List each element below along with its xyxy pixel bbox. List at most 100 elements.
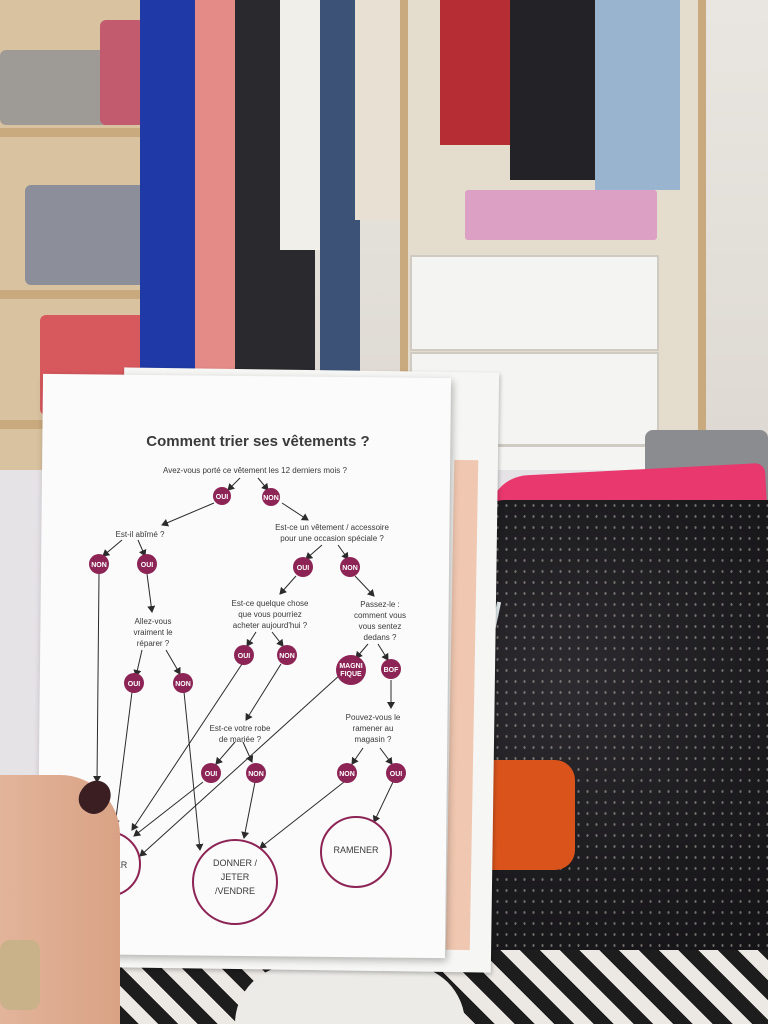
question-occasion: Est-ce un vêtement / accessoire [275, 523, 389, 532]
node-label: BOF [384, 667, 400, 674]
node-non: NON [89, 554, 109, 574]
question-sentez: Passez-le : [360, 600, 400, 609]
outcome-label: DONNER / [213, 858, 258, 868]
arrow [242, 741, 254, 763]
node-oui: OUI [293, 557, 313, 577]
gold-bracelet [0, 940, 40, 1010]
arrow [354, 575, 375, 597]
arrow [271, 631, 284, 647]
node-oui: OUI [213, 487, 231, 505]
arrow [355, 643, 369, 659]
node-label: MAGNI [339, 663, 362, 670]
node-non: NON [277, 645, 297, 665]
hanging-clothes [510, 0, 600, 180]
arrow [133, 781, 204, 837]
hanging-clothes [320, 0, 360, 400]
arrow [111, 691, 133, 827]
arrow [215, 741, 236, 765]
arrow [377, 643, 389, 661]
arrow [131, 663, 243, 831]
arrow [183, 691, 204, 851]
node-label: NON [279, 653, 295, 660]
question-acheter: que vous pourriez [238, 610, 302, 619]
flowchart-arrows [93, 477, 395, 857]
arrow [139, 673, 342, 857]
question-occasion: pour une occasion spéciale ? [280, 534, 384, 543]
root-question: Avez-vous porté ce vêtement les 12 derni… [163, 466, 347, 475]
node-label: OUI [390, 771, 403, 778]
arrow [337, 544, 349, 560]
chart-title: Comment trier ses vêtements ? [146, 433, 369, 450]
question-reparer: Allez-vous [135, 617, 172, 626]
node-non: NON [337, 763, 357, 783]
node-oui: OUI [234, 645, 254, 665]
arrow [246, 631, 257, 647]
arrow [93, 573, 102, 783]
question-reparer: vraiment le [133, 628, 173, 637]
arrow [146, 573, 156, 613]
hanging-clothes [595, 0, 680, 190]
node-label: OUI [128, 681, 141, 688]
node-label: OUI [216, 494, 229, 501]
arrow [279, 575, 297, 595]
outcome-label: RAMENER [333, 845, 379, 855]
arrow [137, 539, 147, 557]
question-ramener: magasin ? [355, 735, 392, 744]
arrow [372, 781, 394, 823]
arrow [241, 781, 256, 839]
question-robe: Est-ce votre robe [210, 724, 271, 733]
node-label: NON [248, 771, 264, 778]
question-robe: de mariée ? [219, 735, 262, 744]
hanging-clothes [140, 0, 200, 400]
arrow [227, 477, 241, 491]
arrow [102, 539, 123, 557]
node-oui: OUI [137, 554, 157, 574]
arrow [351, 747, 364, 765]
shelf-board [0, 290, 190, 299]
question-reparer: réparer ? [137, 639, 170, 648]
node-non: NON [173, 673, 193, 693]
node-oui: OUI [386, 763, 406, 783]
node-label: NON [263, 495, 279, 502]
node-label: OUI [238, 653, 251, 660]
white-drawer [410, 255, 659, 351]
question-acheter: Est-ce quelque chose [232, 599, 309, 608]
question-sentez: dedans ? [364, 633, 397, 642]
arrow [165, 649, 181, 675]
arrow [379, 747, 393, 765]
speckled-black-clothes-pile [475, 500, 768, 960]
arrow [245, 663, 282, 721]
question-sentez: comment vous [354, 611, 406, 620]
node-label: FIQUE [340, 671, 362, 678]
arrow [257, 477, 269, 491]
node-label: NON [175, 681, 191, 688]
hanging-clothes [440, 0, 510, 145]
node-bof: BOF [381, 659, 401, 679]
outcome-label: /VENDRE [215, 886, 255, 896]
pink-storage-box [465, 190, 657, 240]
hanging-clothes [195, 0, 240, 400]
node-label: OUI [205, 771, 218, 778]
question-acheter: acheter aujourd'hui ? [233, 621, 308, 630]
arrow [133, 649, 143, 677]
question-ramener: ramener au [353, 724, 394, 733]
arrow [281, 502, 309, 521]
node-non: NON [340, 557, 360, 577]
arrow [305, 544, 323, 560]
question-sentez: vous sentez [359, 622, 402, 631]
question-abime: Est-il abîmé ? [116, 530, 165, 539]
node-label: NON [342, 565, 358, 572]
arrow [259, 781, 345, 849]
shelf-board [0, 128, 190, 137]
node-oui: OUI [201, 763, 221, 783]
arrow [161, 502, 215, 527]
folded-clothes-stack [100, 20, 145, 125]
node-non: NON [246, 763, 266, 783]
node-oui: OUI [124, 673, 144, 693]
white-sleeve [235, 965, 465, 1024]
outcome-donner: DONNER / JETER /VENDRE [192, 839, 278, 925]
outcome-ramener: RAMENER [320, 816, 392, 888]
node-non: NON [262, 488, 280, 506]
node-label: OUI [141, 562, 154, 569]
